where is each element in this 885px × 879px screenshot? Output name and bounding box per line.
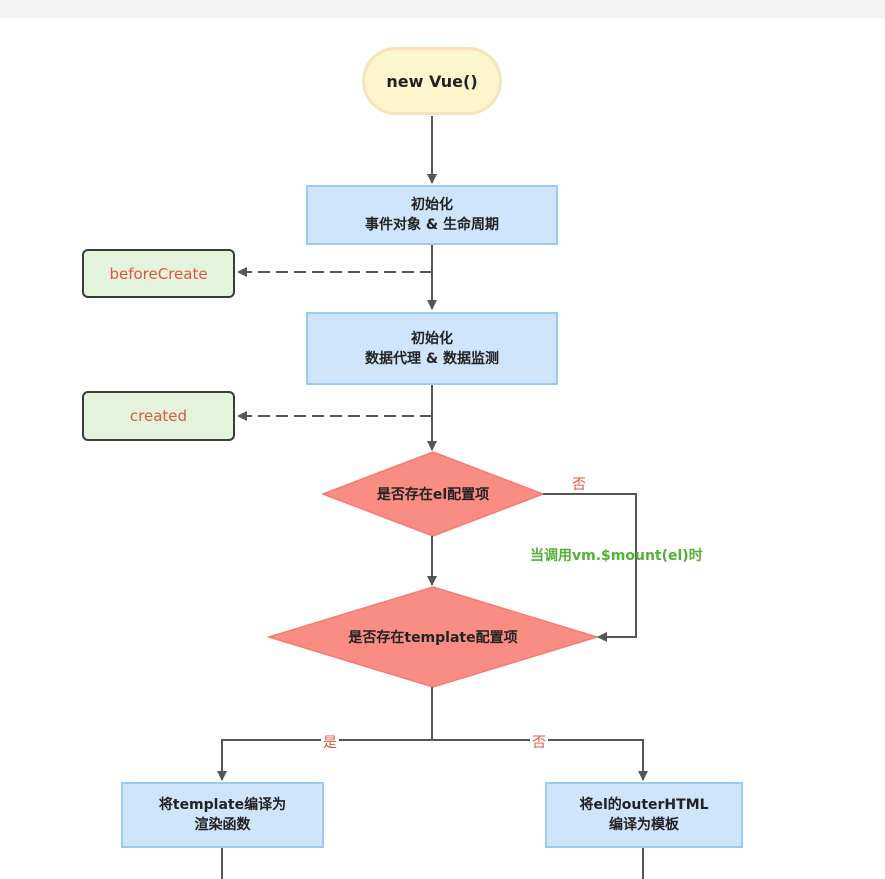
created-label: created	[129, 407, 188, 425]
decision-template-label: 是否存在template配置项	[348, 630, 518, 646]
arrow-template-yes	[217, 739, 432, 781]
start-label: new Vue()	[386, 71, 478, 91]
decision-el-label: 是否存在el配置项	[376, 487, 490, 503]
init-events-lifecycle-node: 初始化 事件对象 & 生命周期	[306, 185, 558, 245]
init-data-proxy-node: 初始化 数据代理 & 数据监测	[306, 312, 558, 385]
created-node: created	[82, 391, 235, 441]
init1-line2: 事件对象 & 生命周期	[365, 217, 499, 233]
compile-outer-line2: 编译为模板	[609, 817, 679, 833]
before-create-node: beforeCreate	[82, 249, 235, 298]
arrow-template-no	[432, 739, 648, 781]
arrow-el-no	[543, 493, 637, 642]
mount-condition-label: 当调用vm.$mount(el)时	[530, 548, 703, 564]
compile-template-line2: 渲染函数	[194, 817, 251, 833]
top-bar	[0, 0, 885, 18]
before-create-label: beforeCreate	[109, 264, 208, 283]
template-no-label: 否	[530, 732, 548, 752]
el-no-label: 否	[572, 477, 586, 493]
init1-line1: 初始化	[411, 197, 453, 213]
init2-line2: 数据代理 & 数据监测	[365, 350, 499, 367]
compile-outer-html-node: 将el的outerHTML 编译为模板	[545, 782, 743, 848]
start-node: new Vue()	[362, 47, 502, 115]
compile-outer-line1: 将el的outerHTML	[579, 797, 709, 813]
template-yes-label: 是	[321, 732, 339, 752]
compile-template-line1: 将template编译为	[158, 797, 287, 813]
compile-template-node: 将template编译为 渲染函数	[121, 782, 324, 848]
init2-line1: 初始化	[411, 330, 453, 347]
